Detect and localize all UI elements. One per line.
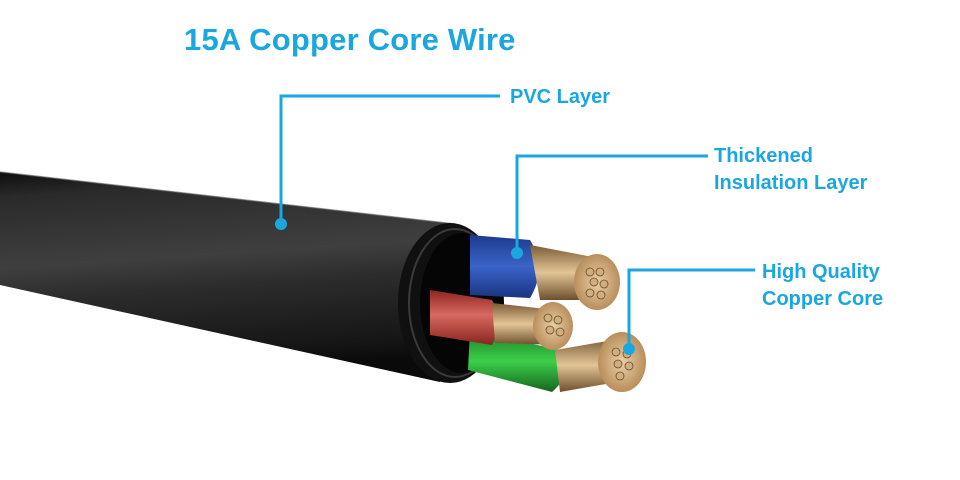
label-line: PVC Layer: [510, 86, 611, 108]
callout-dot-copper: [623, 343, 635, 355]
callout-dot-pvc: [275, 218, 287, 230]
label-pvc-layer: PVC Layer: [510, 84, 610, 111]
callout-pvc: [279, 94, 500, 224]
label-line: Thickened: [714, 145, 813, 167]
page-title: 15A Copper Core Wire: [184, 22, 516, 57]
label-insulation-layer: Thickened Insulation Layer: [714, 143, 867, 197]
callout-dot-insulation: [511, 247, 523, 259]
pvc-jacket: [0, 172, 464, 382]
label-line: High Quality: [762, 261, 880, 283]
callout-copper: [627, 268, 755, 349]
label-line: Insulation Layer: [714, 172, 868, 194]
label-copper-core: High Quality Copper Core: [762, 259, 883, 313]
callout-insulation: [515, 154, 708, 253]
copper-strands: [543, 267, 634, 381]
label-line: Copper Core: [762, 288, 884, 310]
red-wire: [430, 290, 573, 350]
